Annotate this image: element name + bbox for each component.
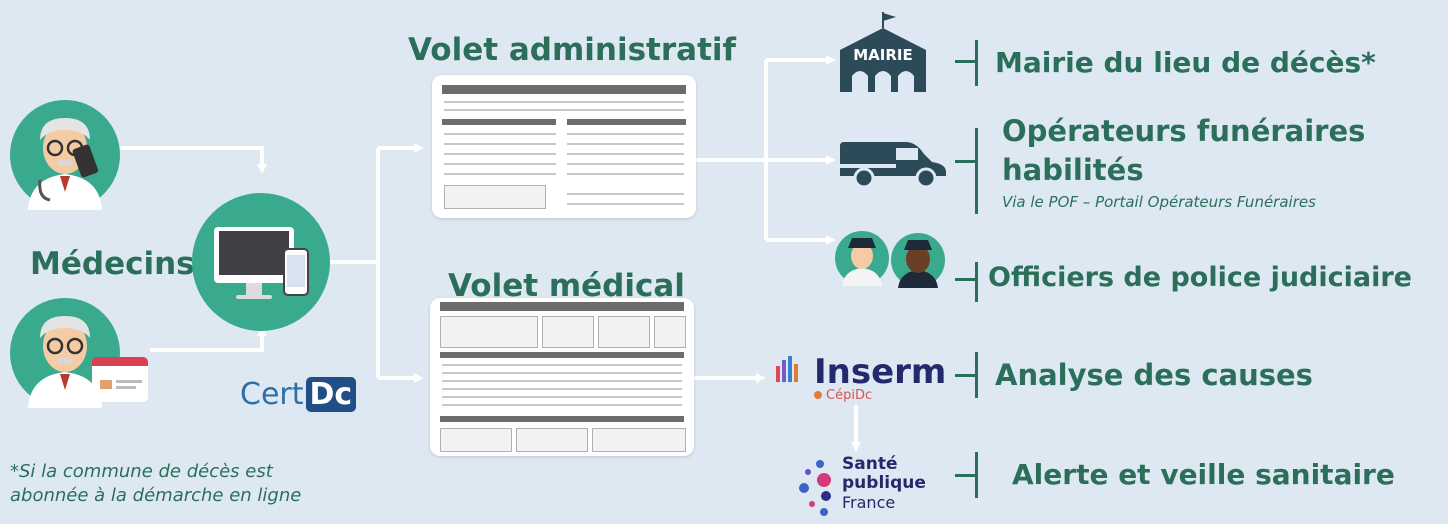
cps-card [92, 357, 148, 402]
volet-administratif-document [432, 75, 696, 218]
footnote-line2: abonnée à la démarche en ligne [10, 485, 302, 506]
spf-dots-icon [799, 460, 831, 516]
doctor-card-icon [28, 316, 102, 408]
separator-operateurs-h [955, 160, 976, 163]
operateurs-line1: Opérateurs funéraires [1002, 114, 1366, 148]
inserm-bars-icon [776, 356, 798, 382]
hearse-icon [836, 138, 950, 189]
certdc-logo-part1: Cert [240, 376, 304, 412]
separator-officiers-h [955, 278, 976, 281]
analyse-label: Analyse des causes [995, 358, 1313, 392]
separator-analyse-h [955, 374, 976, 377]
spf-line3: France [842, 493, 896, 512]
inserm-sub-text: CépiDc [826, 388, 873, 403]
medecins-label: Médecins [30, 246, 195, 282]
inserm-name: Inserm [814, 352, 947, 392]
alerte-label: Alerte et veille sanitaire [1012, 458, 1395, 491]
spf-line1: Santé [842, 454, 898, 474]
computer-icon [214, 227, 309, 299]
separator-mairie [975, 40, 978, 86]
certdc-logo-part2: Dc [305, 376, 357, 412]
spf-logo: Santé publique France [790, 452, 940, 518]
officiers-label: Officiers de police judiciaire [988, 262, 1412, 293]
separator-officiers [975, 262, 978, 302]
volet-administratif-title: Volet administratif [408, 32, 736, 68]
operateurs-line2: habilités [1002, 153, 1144, 187]
spf-line2: publique [842, 473, 926, 493]
certdc-logo: Cert Dc [240, 374, 357, 414]
mairie-sign: MAIRIE [853, 46, 913, 64]
separator-operateurs [975, 128, 978, 214]
computer-circle [192, 193, 330, 331]
separator-analyse [975, 352, 978, 398]
doctor-phone-avatar [10, 100, 120, 210]
inserm-logo: Inserm CépiDc [774, 352, 947, 403]
separator-alerte [975, 452, 978, 498]
police-officers-icon [834, 230, 948, 290]
footnote-line1: *Si la commune de décès est [10, 461, 273, 482]
separator-mairie-h [955, 60, 976, 63]
separator-alerte-h [955, 474, 976, 477]
doctor-phone-icon [28, 118, 102, 210]
town-hall-icon: MAIRIE [838, 10, 928, 92]
volet-medical-document [430, 298, 694, 456]
operateurs-sub: Via le POF – Portail Opérateurs Funérair… [1002, 193, 1316, 211]
mairie-label: Mairie du lieu de décès* [995, 46, 1376, 79]
footnote: *Si la commune de décès est abonnée à la… [10, 460, 350, 508]
inserm-sub: CépiDc [814, 388, 872, 403]
